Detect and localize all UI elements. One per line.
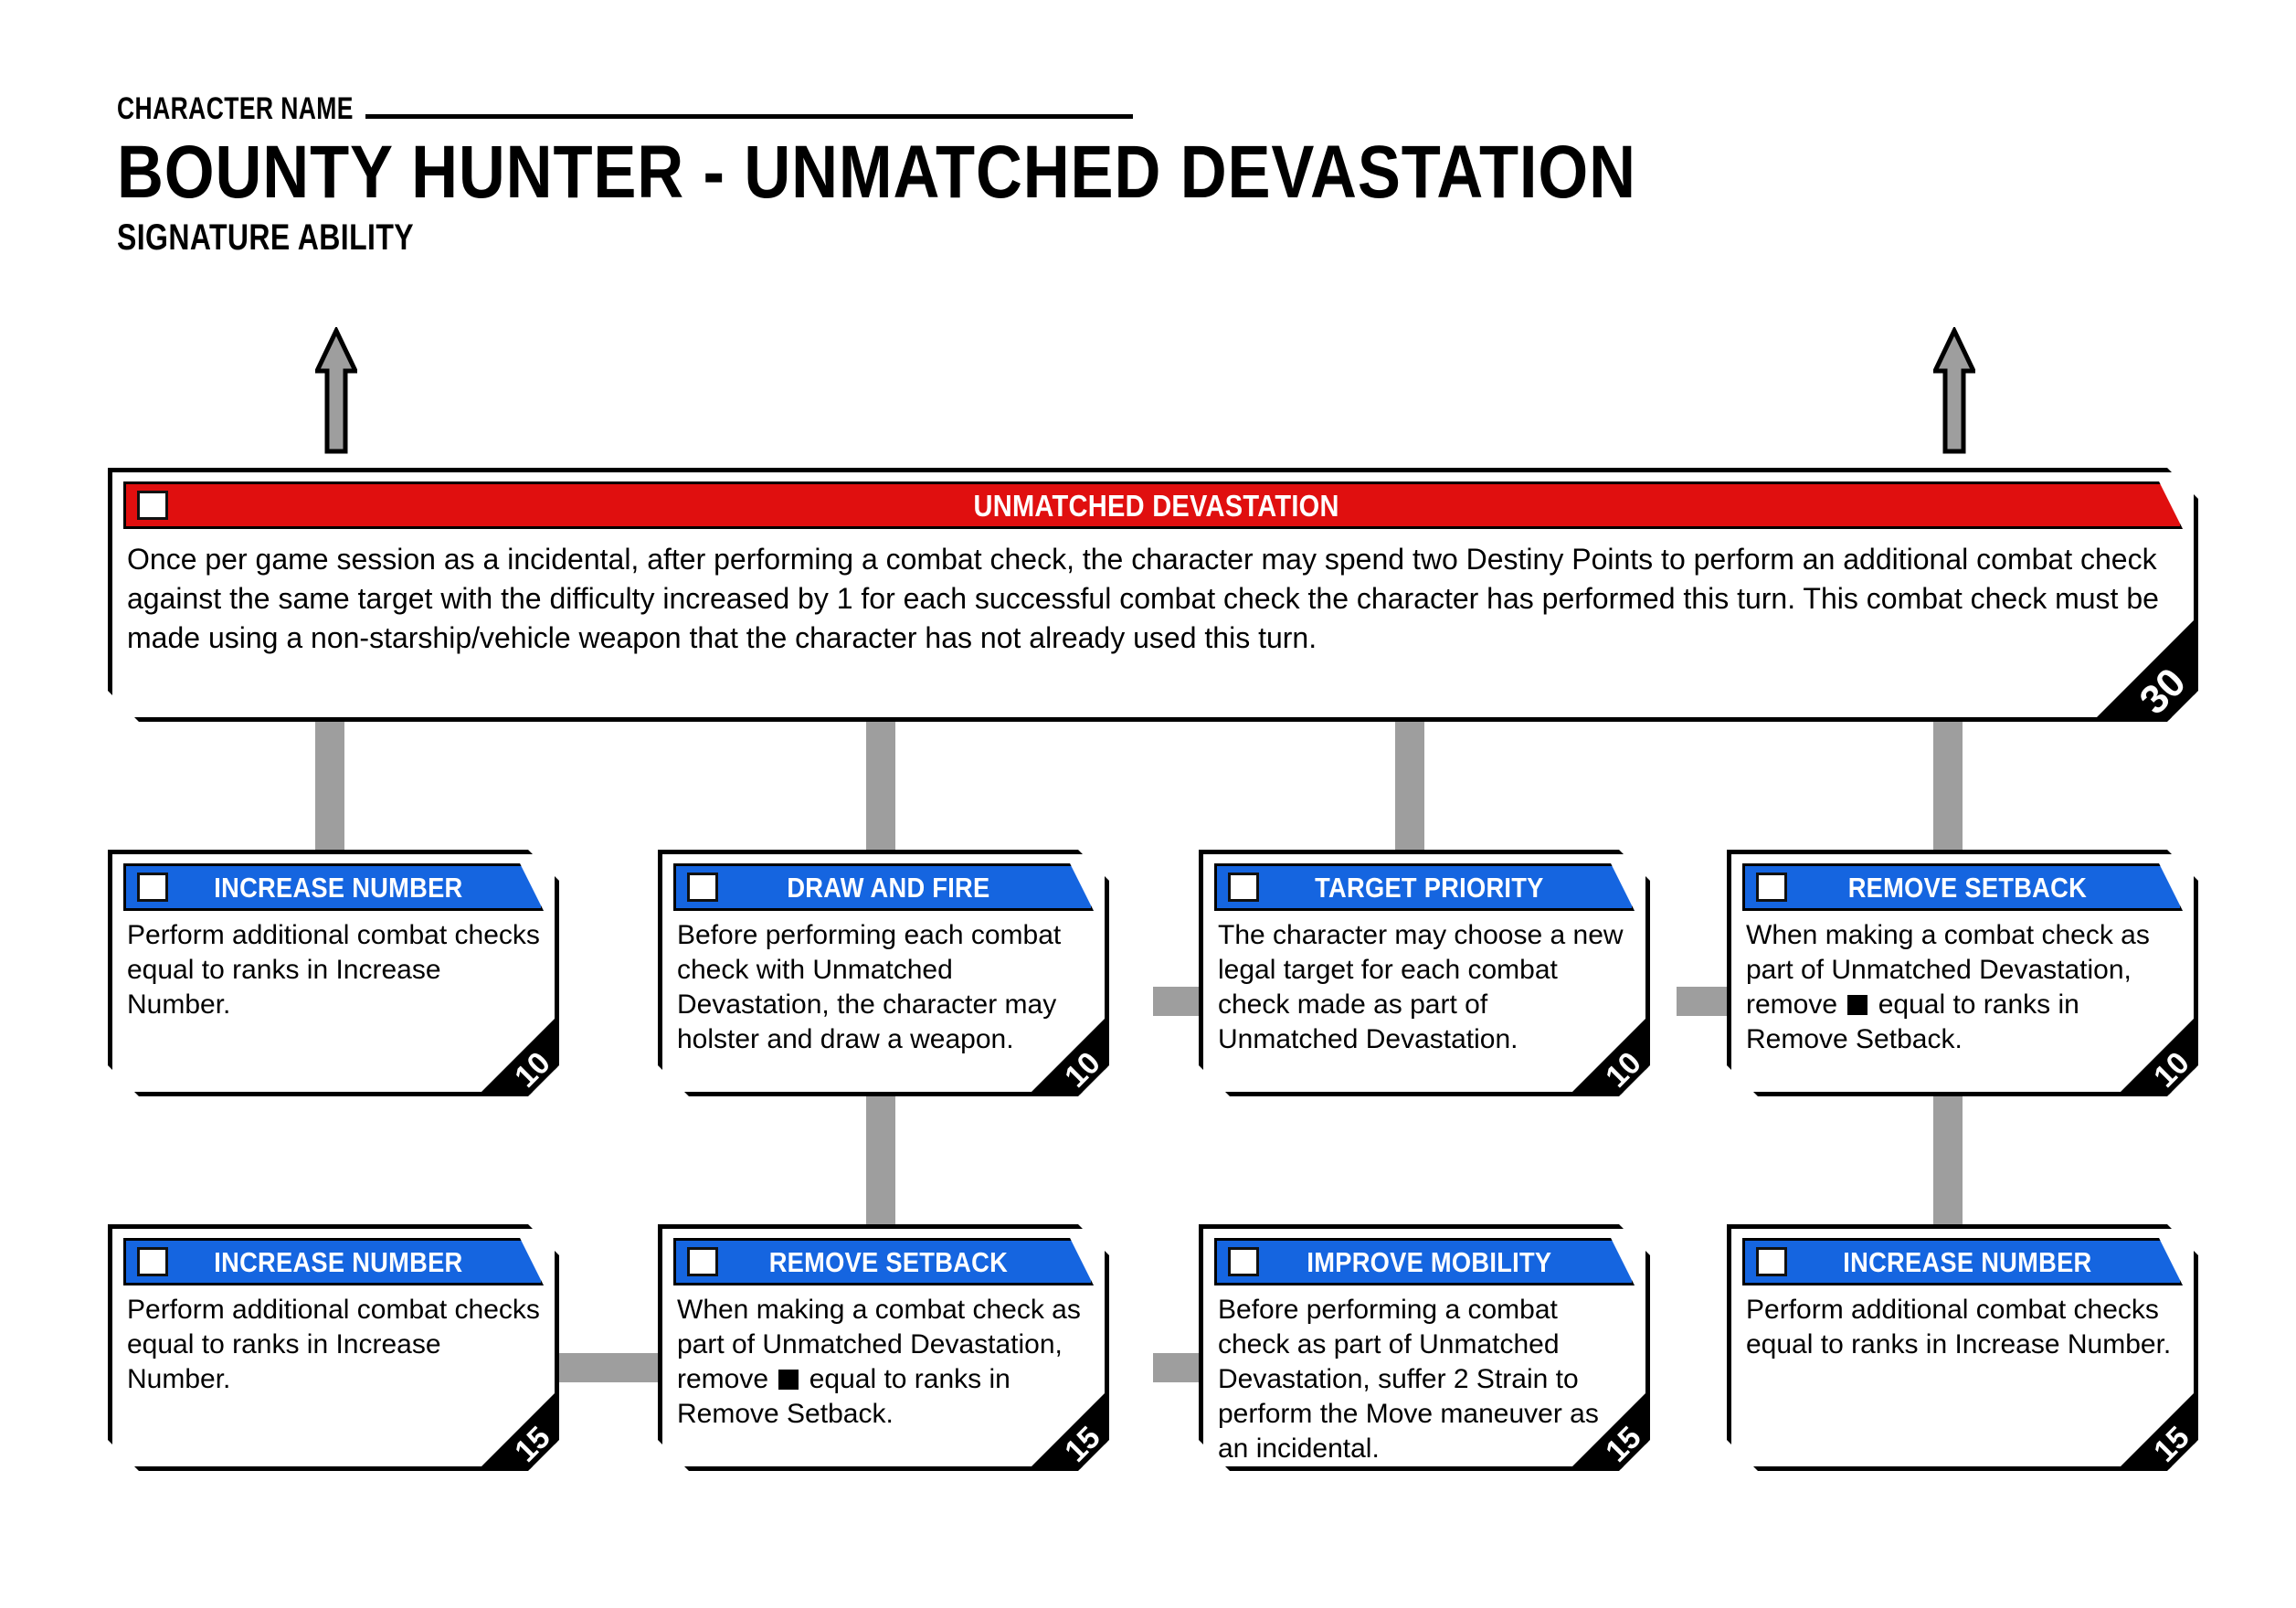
signature-ability-box[interactable]: UNMATCHED DEVASTATION Once per game sess… xyxy=(108,468,2198,722)
character-name-row: CHARACTER NAME xyxy=(117,80,2182,124)
talent-inner-row1-2: TARGET PRIORITY The character may choose… xyxy=(1203,854,1645,1092)
talent-checkbox-row1-1[interactable] xyxy=(687,873,718,902)
talent-text-part-a: The character may choose a new legal tar… xyxy=(1218,920,1624,1054)
talent-box-row1-0[interactable]: INCREASE NUMBER Perform additional comba… xyxy=(108,850,559,1096)
talent-banner-row2-2: IMPROVE MOBILITY xyxy=(1214,1238,1635,1285)
talent-box-row2-0[interactable]: INCREASE NUMBER Perform additional comba… xyxy=(108,1224,559,1471)
talent-inner-row2-1: REMOVE SETBACK When making a combat chec… xyxy=(662,1229,1105,1466)
talent-text-part-a: Perform additional combat checks equal t… xyxy=(1746,1295,2172,1359)
talent-banner-row1-3: REMOVE SETBACK xyxy=(1742,863,2183,911)
arrow-up-icon-left xyxy=(315,327,357,455)
talent-checkbox-row1-3[interactable] xyxy=(1756,873,1787,902)
talent-text-row1-1: Before performing each combat check with… xyxy=(673,911,1094,1057)
talent-checkbox-row2-1[interactable] xyxy=(687,1247,718,1276)
talent-text-part-a: When making a combat check as part of Un… xyxy=(1746,920,2150,1020)
talent-banner-row2-3: INCREASE NUMBER xyxy=(1742,1238,2183,1285)
talent-title-row2-1: REMOVE SETBACK xyxy=(768,1245,1009,1278)
sheet-header: CHARACTER NAME BOUNTY HUNTER - UNMATCHED… xyxy=(117,80,2182,256)
talent-checkbox-row1-0[interactable] xyxy=(137,873,168,902)
talent-title-row1-3: REMOVE SETBACK xyxy=(1847,871,2088,904)
talent-banner-row2-1: REMOVE SETBACK xyxy=(673,1238,1094,1285)
talent-box-row2-1[interactable]: REMOVE SETBACK When making a combat chec… xyxy=(658,1224,1109,1471)
talent-box-row1-2[interactable]: TARGET PRIORITY The character may choose… xyxy=(1199,850,1650,1096)
connector-horizontal-4 xyxy=(1677,987,1730,1016)
talent-banner-row2-0: INCREASE NUMBER xyxy=(123,1238,544,1285)
talent-banner-row1-1: DRAW AND FIRE xyxy=(673,863,1094,911)
connector-vertical-2 xyxy=(866,718,895,864)
talent-box-row1-3[interactable]: REMOVE SETBACK When making a combat chec… xyxy=(1727,850,2198,1096)
connector-horizontal-1 xyxy=(559,1353,669,1382)
talent-text-part-a: Before performing a combat check as part… xyxy=(1218,1295,1599,1464)
character-name-input-line[interactable] xyxy=(365,114,1133,119)
talent-inner-row1-1: DRAW AND FIRE Before performing each com… xyxy=(662,854,1105,1092)
talent-inner-row2-3: INCREASE NUMBER Perform additional comba… xyxy=(1731,1229,2194,1466)
setback-die-icon xyxy=(1847,995,1867,1015)
talent-box-row1-1[interactable]: DRAW AND FIRE Before performing each com… xyxy=(658,850,1109,1096)
talent-title-row1-0: INCREASE NUMBER xyxy=(214,871,463,904)
talent-title-row2-0: INCREASE NUMBER xyxy=(214,1245,463,1278)
signature-ability-checkbox[interactable] xyxy=(137,491,168,520)
talent-checkbox-row1-2[interactable] xyxy=(1228,873,1259,902)
talent-box-row2-2[interactable]: IMPROVE MOBILITY Before performing a com… xyxy=(1199,1224,1650,1471)
talent-checkbox-row2-2[interactable] xyxy=(1228,1247,1259,1276)
talent-text-row2-3: Perform additional combat checks equal t… xyxy=(1742,1285,2183,1362)
talent-title-row1-2: TARGET PRIORITY xyxy=(1315,871,1544,904)
talent-text-row1-2: The character may choose a new legal tar… xyxy=(1214,911,1635,1057)
character-name-label: CHARACTER NAME xyxy=(117,91,354,126)
page-title: BOUNTY HUNTER - UNMATCHED DEVASTATION xyxy=(117,131,1636,214)
talent-inner-row1-0: INCREASE NUMBER Perform additional comba… xyxy=(112,854,555,1092)
talent-text-row2-1: When making a combat check as part of Un… xyxy=(673,1285,1094,1432)
talent-inner-row2-2: IMPROVE MOBILITY Before performing a com… xyxy=(1203,1229,1645,1466)
talent-text-row2-0: Perform additional combat checks equal t… xyxy=(123,1285,544,1397)
talent-inner-row2-0: INCREASE NUMBER Perform additional comba… xyxy=(112,1229,555,1466)
connector-vertical-5 xyxy=(866,1096,895,1247)
talent-text-row1-0: Perform additional combat checks equal t… xyxy=(123,911,544,1022)
talent-text-part-b: equal to ranks in Remove Setback. xyxy=(1746,989,2079,1054)
talent-banner-row1-0: INCREASE NUMBER xyxy=(123,863,544,911)
connector-vertical-1 xyxy=(315,718,344,864)
talent-text-part-a: Perform additional combat checks equal t… xyxy=(127,920,540,1020)
connector-vertical-3 xyxy=(1395,718,1424,864)
signature-ability-inner: UNMATCHED DEVASTATION Once per game sess… xyxy=(112,472,2194,717)
talent-inner-row1-3: REMOVE SETBACK When making a combat chec… xyxy=(1731,854,2194,1092)
talent-text-row2-2: Before performing a combat check as part… xyxy=(1214,1285,1635,1466)
signature-ability-text: Once per game session as a incidental, a… xyxy=(127,543,2159,654)
signature-ability-banner: UNMATCHED DEVASTATION xyxy=(123,481,2183,529)
talent-text-part-a: Perform additional combat checks equal t… xyxy=(127,1295,540,1394)
setback-die-icon xyxy=(778,1370,799,1390)
signature-ability-label: SIGNATURE ABILITY xyxy=(117,217,415,258)
talent-box-row2-3[interactable]: INCREASE NUMBER Perform additional comba… xyxy=(1727,1224,2198,1471)
talent-checkbox-row2-0[interactable] xyxy=(137,1247,168,1276)
talent-text-part-a: Before performing each combat check with… xyxy=(677,920,1062,1054)
talent-checkbox-row2-3[interactable] xyxy=(1756,1247,1787,1276)
arrow-up-icon-right xyxy=(1933,327,1975,455)
signature-ability-title: UNMATCHED DEVASTATION xyxy=(973,488,1339,523)
talent-banner-row1-2: TARGET PRIORITY xyxy=(1214,863,1635,911)
connector-vertical-6 xyxy=(1933,1096,1963,1247)
talent-text-part-b: equal to ranks in Remove Setback. xyxy=(677,1364,1010,1429)
talent-text-part-a: When making a combat check as part of Un… xyxy=(677,1295,1081,1394)
connector-vertical-4 xyxy=(1933,718,1963,864)
connector-horizontal-3 xyxy=(1153,987,1206,1016)
talent-title-row2-3: INCREASE NUMBER xyxy=(1843,1245,2092,1278)
talent-text-row1-3: When making a combat check as part of Un… xyxy=(1742,911,2183,1057)
talent-title-row1-1: DRAW AND FIRE xyxy=(787,871,990,904)
talent-title-row2-2: IMPROVE MOBILITY xyxy=(1307,1245,1552,1278)
